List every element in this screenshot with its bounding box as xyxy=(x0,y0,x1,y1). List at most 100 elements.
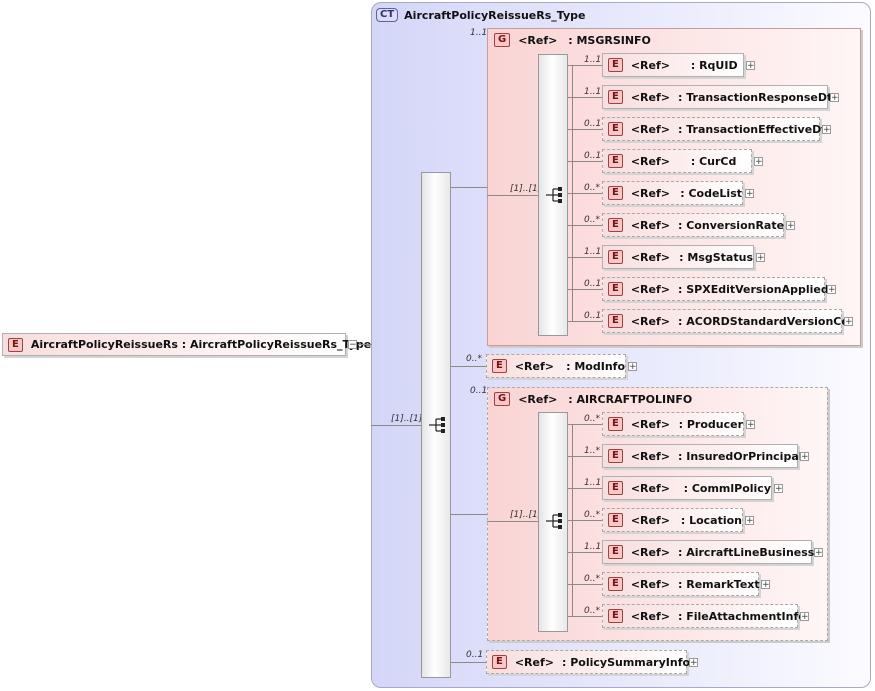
element-name: : TransactionResponseDt xyxy=(678,90,833,104)
element-badge: E xyxy=(608,186,623,200)
element-ref: <Ref> xyxy=(630,58,670,72)
element-acordstandardversioncd[interactable]: E <Ref> : ACORDStandardVersionCd xyxy=(602,309,849,333)
expand-icon[interactable]: + xyxy=(844,317,853,327)
element-remarktext[interactable]: E<Ref>: RemarkText xyxy=(602,572,760,596)
expand-icon[interactable]: + xyxy=(745,516,754,526)
complex-type-name: AircraftPolicyReissueRs_Type xyxy=(404,8,586,22)
connector xyxy=(568,520,602,521)
complex-type-badge: CT xyxy=(376,8,399,22)
expand-icon[interactable]: + xyxy=(689,658,698,668)
element-ref: <Ref> xyxy=(630,481,670,495)
root-sequence-cardinality: [1]..[1] xyxy=(391,414,423,424)
element-cardinality: 0..1 xyxy=(584,311,602,321)
element-badge: E xyxy=(608,314,623,328)
connector xyxy=(568,225,602,226)
element-conversionrate[interactable]: E<Ref>: ConversionRate xyxy=(602,213,784,237)
element-cardinality: 0..* xyxy=(584,183,600,193)
expand-icon[interactable]: + xyxy=(746,420,755,430)
element-transactioneffectivedt[interactable]: E <Ref> : TransactionEffectiveDt xyxy=(602,117,827,141)
element-ref: <Ref> xyxy=(514,655,554,669)
element-badge: E xyxy=(608,250,623,264)
element-insuredorprincipal[interactable]: E<Ref>: InsuredOrPrincipal xyxy=(602,444,803,468)
connector xyxy=(451,662,486,663)
expand-icon[interactable]: + xyxy=(774,484,783,494)
element-cardinality: 1..1 xyxy=(584,55,602,65)
element-ref: <Ref> xyxy=(630,314,670,328)
expand-icon[interactable]: + xyxy=(761,580,770,590)
modinfo-cardinality: 0..* xyxy=(466,354,482,364)
element-name: : Producer xyxy=(678,417,743,431)
element-spxeditversionapplied[interactable]: E<Ref>: SPXEditVersionApplied xyxy=(602,277,829,301)
group-sequence-cardinality: [1]..[1] xyxy=(510,510,542,520)
element-transactionresponsedt[interactable]: E<Ref>: TransactionResponseDt xyxy=(602,85,832,109)
group-name: : AIRCRAFTPOLINFO xyxy=(568,392,693,406)
element-name: : CodeList xyxy=(680,186,742,200)
expand-icon[interactable]: + xyxy=(800,612,809,622)
element-badge: E xyxy=(608,609,623,623)
element-name: : Location xyxy=(680,513,742,527)
element-ref: <Ref> xyxy=(514,359,554,373)
element-badge: E xyxy=(608,282,623,296)
element-badge: E xyxy=(608,122,623,136)
element-badge: E xyxy=(608,449,623,463)
connector xyxy=(568,289,602,290)
element-badge: E xyxy=(608,90,623,104)
element-cardinality: 1..1 xyxy=(584,542,602,552)
connector xyxy=(568,193,602,194)
element-msgstatus[interactable]: E<Ref>: MsgStatus xyxy=(602,245,754,269)
element-rquid[interactable]: E<Ref>: RqUID xyxy=(602,53,744,77)
connector xyxy=(568,616,602,617)
element-name: : InsuredOrPrincipal xyxy=(678,449,803,463)
connector xyxy=(451,187,487,188)
expand-icon[interactable]: + xyxy=(830,93,839,103)
element-codelist[interactable]: E<Ref>: CodeList xyxy=(602,181,743,205)
expand-icon[interactable]: + xyxy=(814,548,823,558)
connector xyxy=(568,456,602,457)
element-ref: <Ref> xyxy=(630,282,670,296)
element-fileattachmentinfo[interactable]: E<Ref>: FileAttachmentInfo xyxy=(602,604,806,628)
element-badge: E xyxy=(608,154,623,168)
collapse-toggle[interactable]: − xyxy=(348,340,357,350)
expand-icon[interactable]: + xyxy=(786,221,795,231)
element-curcd[interactable]: E <Ref> : CurCd xyxy=(602,149,752,173)
connector xyxy=(568,552,602,553)
element-ref: <Ref> xyxy=(630,609,670,623)
element-badge: E xyxy=(608,481,623,495)
element-policysummaryinfo[interactable]: E <Ref> : PolicySummaryInfo xyxy=(486,650,691,674)
expand-icon[interactable]: + xyxy=(827,285,836,295)
connector xyxy=(568,488,602,489)
element-name: : MsgStatus xyxy=(679,250,753,264)
expand-icon[interactable]: + xyxy=(754,157,763,167)
expand-icon[interactable]: + xyxy=(745,189,754,199)
sequence-icon xyxy=(546,513,562,529)
element-badge: E xyxy=(608,545,623,559)
element-badge: E xyxy=(608,513,623,527)
element-location[interactable]: E<Ref>: Location xyxy=(602,508,743,532)
element-aircraftlinebusiness[interactable]: E<Ref>: AircraftLineBusiness xyxy=(602,540,814,564)
element-commlpolicy[interactable]: E<Ref>: CommlPolicy xyxy=(602,476,772,500)
element-name: : CurCd xyxy=(690,154,737,168)
element-ref: <Ref> xyxy=(630,122,670,136)
element-producer[interactable]: E<Ref>: Producer xyxy=(602,412,744,436)
connector xyxy=(487,521,538,522)
group-name: : MSGRSINFO xyxy=(568,33,651,47)
element-ref: <Ref> xyxy=(630,154,670,168)
group-cardinality: 0..1 xyxy=(470,386,488,396)
policysummary-cardinality: 0..1 xyxy=(466,650,484,660)
element-name: : TransactionEffectiveDt xyxy=(678,122,827,136)
expand-icon[interactable]: + xyxy=(628,362,637,372)
element-cardinality: 0..* xyxy=(584,215,600,225)
element-modinfo[interactable]: E <Ref> : ModInfo xyxy=(486,354,626,378)
connector xyxy=(568,584,602,585)
expand-icon[interactable]: + xyxy=(756,253,765,263)
expand-icon[interactable]: + xyxy=(800,452,809,462)
element-badge: E xyxy=(8,337,23,352)
element-cardinality: 1..1 xyxy=(584,247,602,257)
element-name: : PolicySummaryInfo xyxy=(562,655,691,669)
expand-icon[interactable]: + xyxy=(746,61,755,71)
root-element[interactable]: E AircraftPolicyReissueRs : AircraftPoli… xyxy=(2,333,371,356)
element-name: : ACORDStandardVersionCd xyxy=(678,314,850,328)
connector xyxy=(451,514,487,515)
complex-type-title: CT AircraftPolicyReissueRs_Type xyxy=(376,7,585,23)
expand-icon[interactable]: + xyxy=(822,125,831,135)
